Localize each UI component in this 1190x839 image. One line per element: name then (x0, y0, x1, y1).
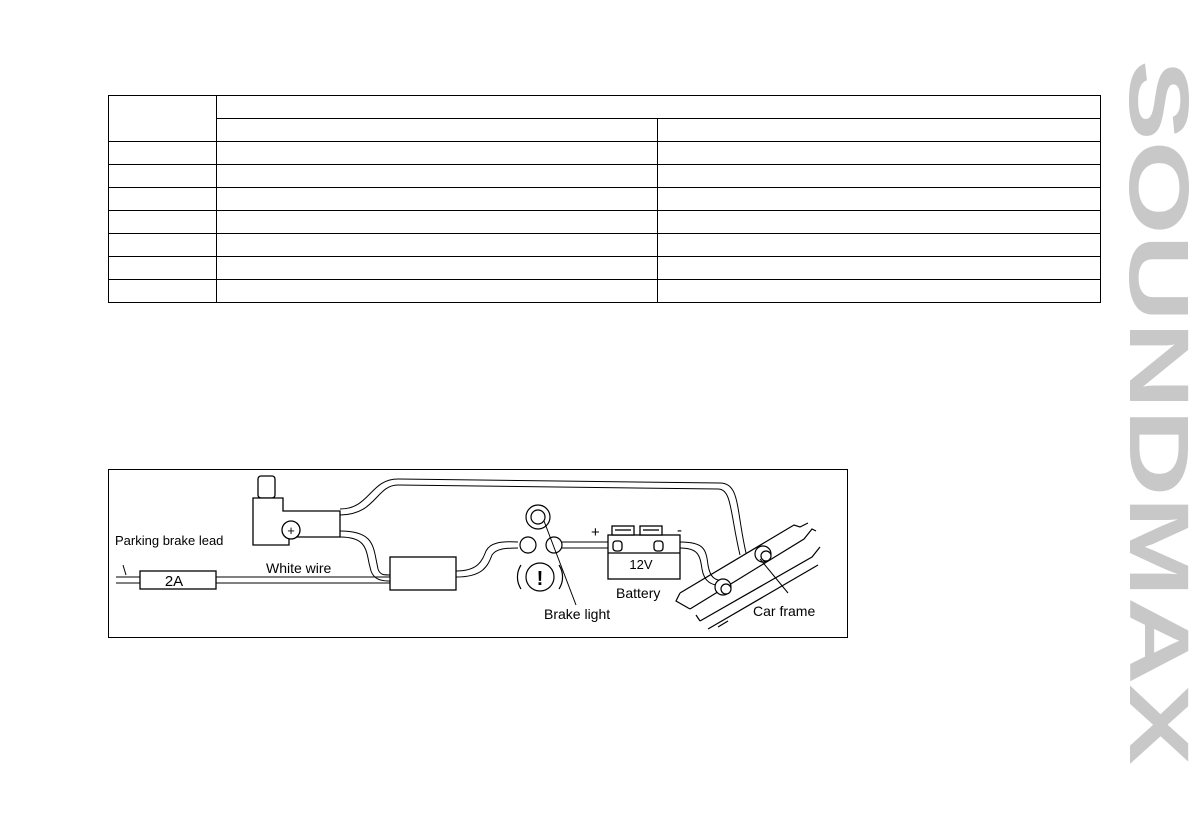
soundmax-logo-text: SOUNDMAX (1112, 60, 1190, 765)
switch-plus-label: + (287, 523, 295, 538)
battery-icon (607, 525, 681, 580)
table-cell (108, 164, 217, 188)
warning-icon: ! (537, 568, 544, 590)
table-cell (657, 164, 1101, 188)
table-row (108, 279, 1101, 303)
table-row (108, 210, 1101, 234)
table-cell (216, 141, 658, 165)
ground-wire (339, 478, 747, 556)
table-row (108, 164, 1101, 188)
table-cell (657, 187, 1101, 211)
table-cell (216, 187, 658, 211)
table-row (108, 233, 1101, 257)
car-frame-label: Car frame (753, 603, 815, 619)
table-cell (657, 256, 1101, 280)
table-cell (108, 256, 217, 280)
table-cell (216, 233, 658, 257)
white-wire-label: White wire (266, 560, 332, 576)
battery-voltage-label: 12V (629, 557, 652, 572)
fuse-box (139, 570, 217, 590)
table-cell (657, 233, 1101, 257)
table-cell (108, 210, 217, 234)
table-cell (216, 164, 658, 188)
battery-positive-wire (562, 541, 608, 549)
car-frame-bolts (714, 545, 772, 596)
switch-lead-wire (339, 530, 391, 582)
table-header-cell-corner (108, 95, 217, 142)
brake-light-label: Brake light (544, 606, 610, 622)
brake-light-pointer (543, 520, 577, 606)
connector-box (389, 556, 457, 591)
table-subheader-cell (657, 118, 1101, 142)
battery-minus-label: - (677, 522, 682, 539)
table-header-cell-top (216, 95, 1101, 119)
table-subheader-cell (216, 118, 658, 142)
spec-table (108, 95, 1101, 303)
parking-brake-lead-label: Parking brake lead (115, 533, 223, 548)
table-cell (657, 141, 1101, 165)
table-cell (108, 279, 217, 303)
table-cell (657, 279, 1101, 303)
table-cell (657, 210, 1101, 234)
table-header-row (108, 95, 1101, 142)
car-frame-pointer (759, 558, 789, 594)
soundmax-logo: SOUNDMAX (1112, 60, 1190, 765)
table-cell (108, 187, 217, 211)
table-row (108, 141, 1101, 165)
brake-light-wire (455, 541, 519, 578)
table-cell (108, 233, 217, 257)
table-row (108, 187, 1101, 211)
battery-label: Battery (616, 585, 660, 601)
battery-plus-label: + (591, 524, 600, 541)
table-cell (216, 256, 658, 280)
fuse-label: 2A (165, 573, 183, 590)
brake-light-icon (516, 504, 564, 592)
table-cell (216, 279, 658, 303)
table-cell (216, 210, 658, 234)
car-frame-icon (675, 522, 821, 630)
table-subheader-row (109, 118, 1101, 142)
parking-brake-wiring-diagram: + 2A Parking brake lead White wire ! Bra… (108, 469, 848, 638)
table-row (108, 256, 1101, 280)
table-cell (108, 141, 217, 165)
battery-negative-wire (679, 541, 727, 587)
